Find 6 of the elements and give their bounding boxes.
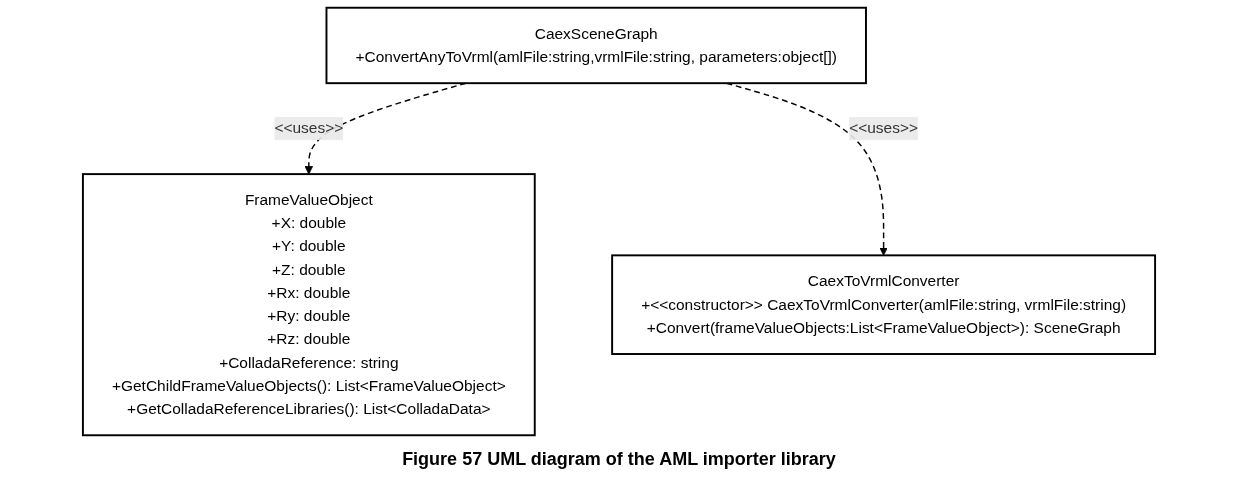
edge-label: <<uses>> [274,119,344,137]
figure-caption: Figure 57 UML diagram of the AML importer library [402,448,836,471]
node-box: CaexSceneGraph +ConvertAnyToVrml(amlFile:string,vrmlFile:string, parameters:object[]) [325,6,867,85]
node-box: FrameValueObject +X: double +Y: double +Z: double +Rx: double +Ry: double +Rz: double +ColladaReference: string +GetChildFrameValueObjects(): List<FrameValueObject> +GetColladaReferenceLibraries(): List<ColladaData> [81,173,536,437]
edge-label: <<uses>> [849,119,919,137]
node-box: CaexToVrmlConverter +<<constructor>> CaexToVrmlConverter(amlFile:string, vrmlFile:string) +Convert(frameValueObjects:List<FrameValueObject>): SceneGraph [611,254,1157,355]
